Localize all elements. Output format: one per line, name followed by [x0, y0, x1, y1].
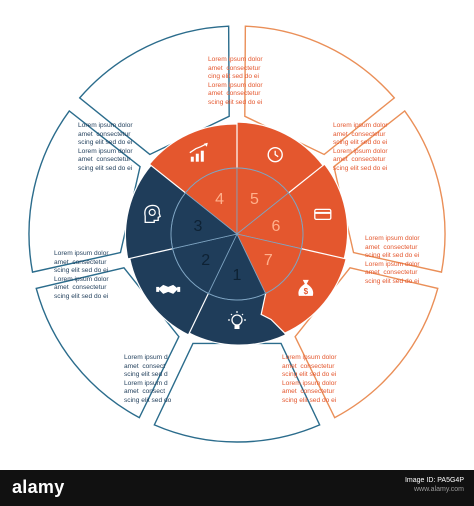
- segment-4-text-line: cing elit sed do ei: [208, 73, 259, 81]
- segment-5-text-line: amet consectetur: [333, 130, 386, 138]
- segment-6-text-line: Lorem ipsum dolor: [365, 260, 420, 268]
- segment-6-text-line: amet consectetur: [365, 269, 418, 277]
- segment-3-frame: [28, 109, 141, 273]
- clock-icon: [267, 146, 283, 163]
- image-id: Image ID: PA5G4P: [404, 477, 464, 484]
- segment-7-frame: [294, 267, 439, 419]
- segment-7-text-line: Lorem ipsum dolor: [282, 354, 337, 361]
- segment-4-frame: [78, 25, 230, 156]
- segment-2-number: 2: [201, 252, 210, 269]
- segment-3-text-line: amet consectetur: [78, 156, 131, 164]
- site-url: www.alamy.com: [413, 486, 464, 493]
- segment-2-text-line: Lorem ipsum dolor: [54, 250, 109, 257]
- head-gear-icon: [144, 204, 161, 224]
- hub-outline: [170, 167, 304, 301]
- segment-2-text-line: Lorem ipsum dolor: [54, 275, 109, 283]
- segment-2-text-line: scing elit sed do ei: [54, 292, 109, 300]
- segment-4-text-line: amet consectetur: [208, 90, 261, 98]
- segment-1-text-line: amet consect: [124, 362, 166, 370]
- segment-2-text-line: scing elit sed do ei: [54, 267, 109, 275]
- segment-7-text-line: amet consectetur: [282, 388, 335, 396]
- credit-card-icon: [314, 208, 332, 221]
- segment-1-text-line: scing elit sed do: [124, 396, 172, 404]
- segment-7-text-line: Lorem ipsum dolor: [282, 379, 337, 387]
- segment-3-text-line: scing elit sed do ei: [78, 139, 133, 147]
- segment-1-text-line: Lorem ipsum d: [124, 354, 168, 361]
- growth-chart-icon: [189, 142, 208, 162]
- segment-5-number: 5: [250, 191, 259, 208]
- segment-1-frame: [153, 342, 321, 443]
- segment-3-text-line: Lorem ipsum dolor: [78, 147, 133, 155]
- segment-3-text-line: scing elit sed do ei: [78, 164, 133, 172]
- svg-text:$: $: [304, 287, 309, 296]
- segment-5-text-line: scing elit sed do ei: [333, 139, 388, 147]
- segment-6-text-line: scing elit sed do ei: [365, 252, 420, 260]
- segment-1-number: 1: [233, 267, 242, 284]
- segment-1-text-line: Lorem ipsum d: [124, 379, 168, 387]
- segment-7-text-line: scing elit sed do ei: [282, 396, 337, 404]
- segment-3-text-line: amet consectetur: [78, 130, 131, 138]
- segment-5-frame: [244, 25, 396, 156]
- segment-6-frame: [333, 109, 446, 273]
- segment-7-text-line: amet consectetur: [282, 362, 335, 370]
- segment-6-text-line: Lorem ipsum dolor: [365, 235, 420, 242]
- segment-4-text-line: Lorem ipsum dolor: [208, 81, 263, 89]
- alamy-logo: alamy: [12, 477, 65, 497]
- segment-4-text-line: amet consectetur: [208, 64, 261, 72]
- segment-1-text-line: amet consect: [124, 388, 166, 396]
- segment-4-text-line: scing elit sed do ei: [208, 98, 263, 106]
- image-id-block: Image ID: PA5G4P www.alamy.com: [405, 476, 464, 494]
- segment-7-number: 7: [264, 252, 273, 269]
- segment-3-number: 3: [194, 218, 203, 235]
- segment-3-text-line: Lorem ipsum dolor: [78, 122, 133, 129]
- segment-2-frame: [35, 267, 180, 419]
- handshake-icon: [156, 284, 181, 294]
- segment-6-text-line: scing elit sed do ei: [365, 277, 420, 285]
- segment-1-text-line: scing elit sed d: [124, 371, 168, 379]
- segment-5-text-line: Lorem ipsum dolor: [333, 147, 388, 155]
- segment-5-text-line: scing elit sed do ei: [333, 164, 388, 172]
- segment-5-text-line: amet consectetur: [333, 156, 386, 164]
- lightbulb-icon: [228, 311, 246, 329]
- money-bag-icon: $: [298, 279, 314, 296]
- segment-6-number: 6: [272, 218, 281, 235]
- segment-5-text-line: Lorem ipsum dolor: [333, 122, 388, 129]
- segment-2-text-line: amet consectetur: [54, 284, 107, 292]
- segment-7-text-line: scing elit sed do ei: [282, 371, 337, 379]
- segment-4-text-line: Lorem ipsum dolor: [208, 56, 263, 63]
- watermark-footer: alamy Image ID: PA5G4P www.alamy.com: [0, 470, 474, 506]
- segment-4-number: 4: [215, 191, 224, 208]
- segment-2-text-line: amet consectetur: [54, 258, 107, 266]
- segment-6-text-line: amet consectetur: [365, 243, 418, 251]
